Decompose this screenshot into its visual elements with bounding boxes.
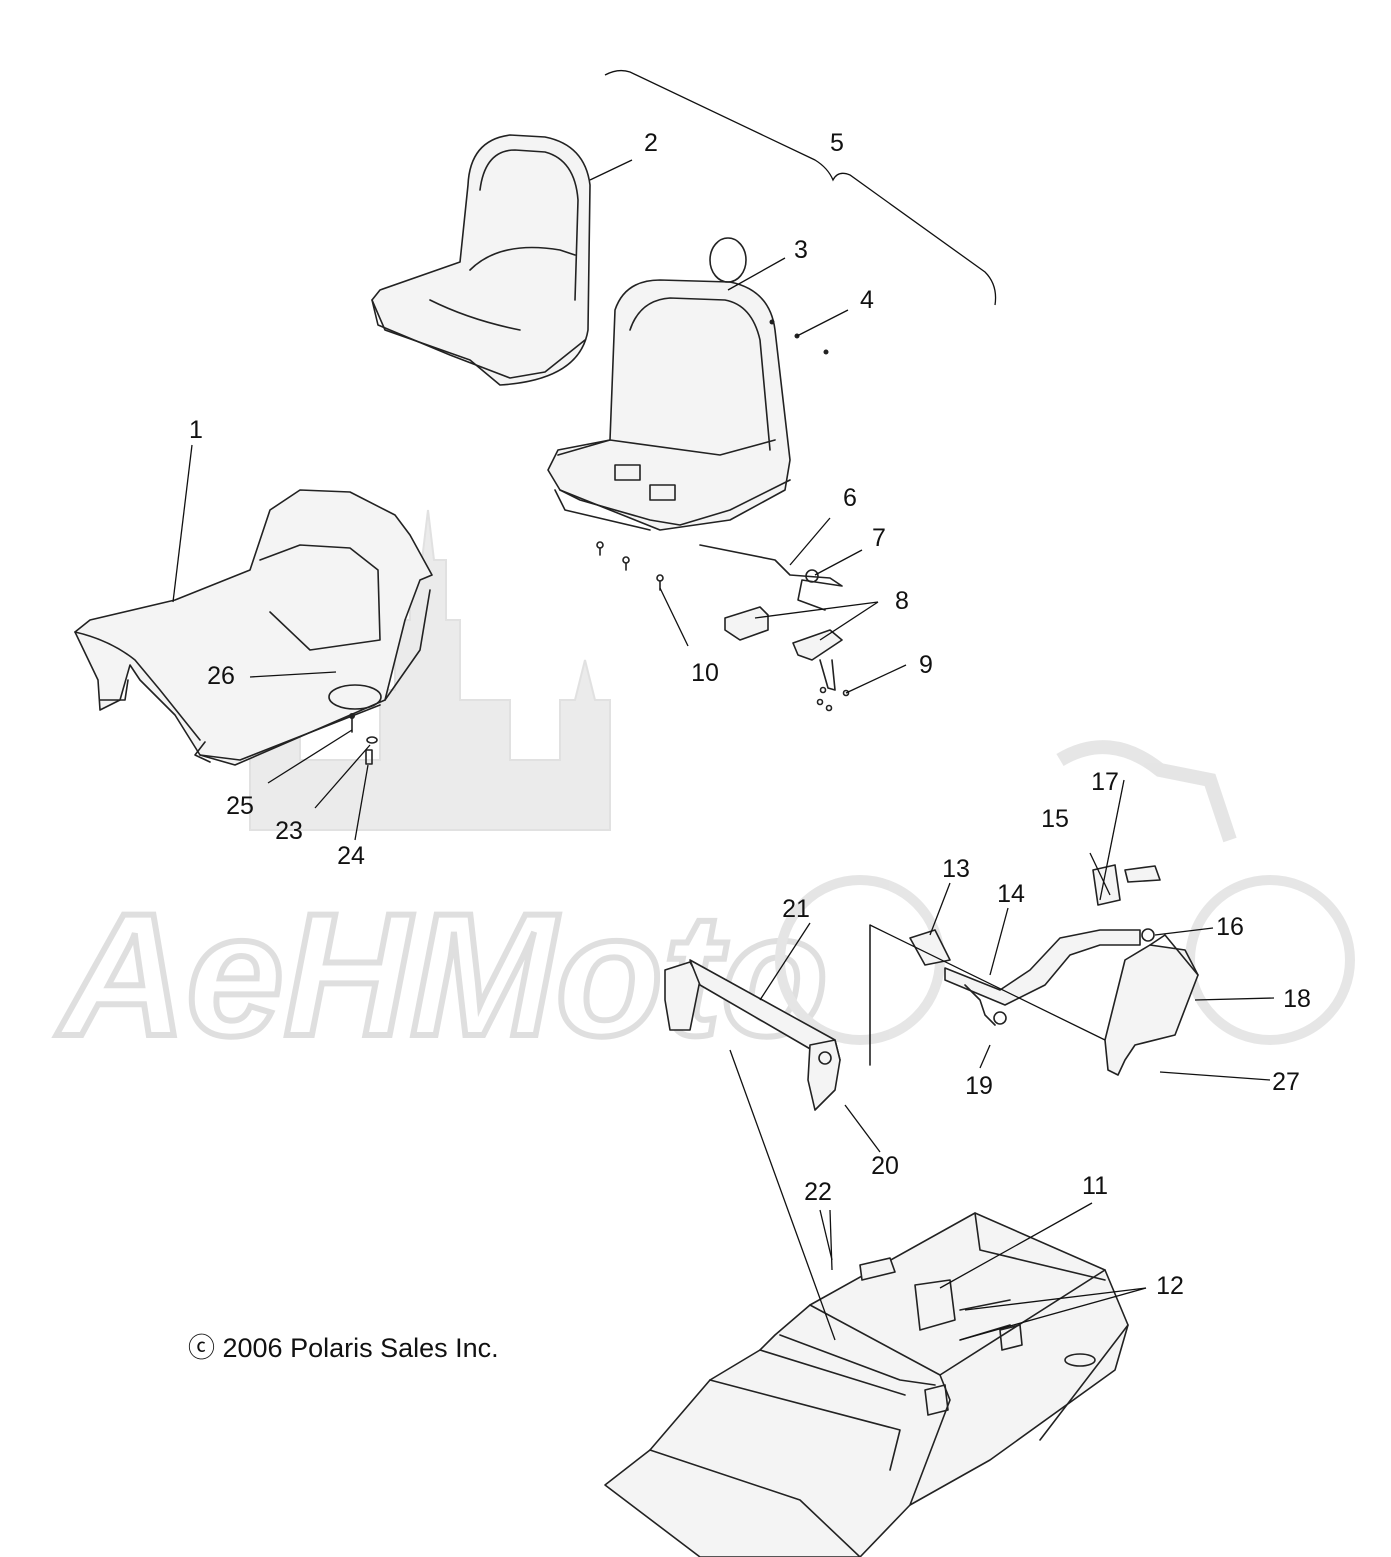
callout-21: 21 (782, 895, 810, 923)
callout-9: 9 (919, 651, 933, 679)
group-bracket (604, 69, 997, 306)
callout-19: 19 (965, 1072, 993, 1100)
callout-17: 17 (1091, 768, 1119, 796)
callout-10: 10 (691, 659, 719, 687)
callout-14: 14 (997, 880, 1025, 908)
seat-back-cushion (371, 134, 591, 386)
callout-7: 7 (872, 524, 886, 552)
callout-5: 5 (830, 129, 844, 157)
callout-16: 16 (1216, 913, 1244, 941)
callout-20: 20 (871, 1152, 899, 1180)
callout-26: 26 (207, 662, 235, 690)
callout-6: 6 (843, 484, 857, 512)
callout-3: 3 (794, 236, 808, 264)
grab-handle-assembly (664, 864, 1199, 1111)
callout-24: 24 (337, 842, 365, 870)
latch-assembly (699, 544, 850, 712)
callout-8: 8 (895, 587, 909, 615)
seat-fasteners (349, 541, 664, 765)
callout-18: 18 (1283, 985, 1311, 1013)
callout-11: 11 (1082, 1172, 1108, 1200)
callout-13: 13 (942, 855, 970, 883)
callout-15: 15 (1041, 805, 1069, 833)
copyright-text: ⓒ 2006 Polaris Sales Inc. (188, 1333, 499, 1363)
callout-22: 22 (804, 1178, 832, 1206)
callout-23: 23 (275, 817, 303, 845)
callout-labels: 1 2 3 4 5 6 7 8 9 10 11 12 13 14 15 16 1… (189, 129, 1311, 1300)
callout-2: 2 (644, 129, 658, 157)
callout-12: 12 (1156, 1272, 1184, 1300)
callout-25: 25 (226, 792, 254, 820)
callout-1: 1 (189, 416, 203, 444)
callout-27: 27 (1272, 1068, 1300, 1096)
callout-4: 4 (860, 286, 874, 314)
leader-lines (172, 159, 1275, 1341)
chassis-tunnel (604, 1212, 1129, 1557)
seat-back-shell (547, 237, 791, 531)
main-seat (74, 489, 433, 766)
